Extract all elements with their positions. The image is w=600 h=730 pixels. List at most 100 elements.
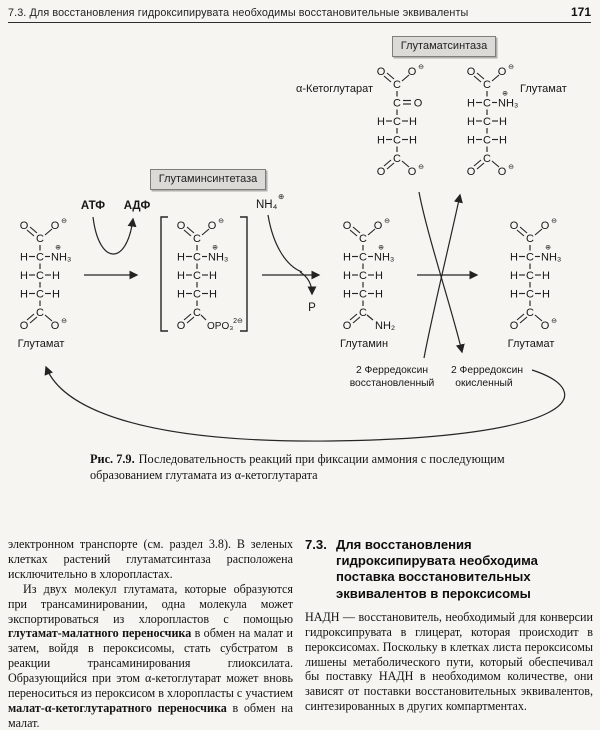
atom-label: C: [193, 270, 201, 282]
nh4-entry-curve: [267, 214, 303, 273]
atom-label: NH₃: [208, 252, 228, 264]
atom-label: ⊖: [508, 64, 514, 71]
atom-label: C: [483, 135, 491, 147]
atom-label: C: [193, 252, 201, 264]
structure-name-label: Глутамат: [520, 83, 567, 95]
nh4-charge: ⊕: [278, 192, 284, 201]
atom-label: O: [20, 320, 29, 332]
atom-label: ⊖: [61, 218, 67, 225]
atom-label: ⊖: [61, 318, 67, 325]
atom-label: O: [467, 166, 476, 178]
atom-label: O: [377, 166, 386, 178]
text-column-right: 7.3. Для восстановления гидроксипирувата…: [305, 537, 593, 729]
structure-name-label: Глутамат: [508, 338, 555, 350]
atom-label: C: [526, 252, 534, 264]
nh4-label: NH₄: [256, 199, 278, 211]
atom-label: C: [483, 116, 491, 128]
page-number: 171: [570, 5, 591, 19]
atom-label: O: [51, 220, 60, 232]
atom-label: H: [209, 270, 217, 282]
atom-label: ⊖: [508, 164, 514, 171]
atom-label: O: [377, 66, 386, 78]
atom-label: O: [51, 320, 60, 332]
atom-label: C: [36, 307, 44, 319]
glutamate-recycle-curve: [44, 365, 566, 442]
atom-label: O: [498, 66, 507, 78]
atom-label: H: [375, 289, 383, 301]
atom-label: H: [467, 116, 475, 128]
atom-label: NH₃: [51, 252, 71, 264]
atom-label: NH₂: [375, 320, 395, 332]
atom-label: C: [483, 98, 491, 110]
atom-label: H: [542, 289, 550, 301]
atom-label: C: [193, 233, 201, 245]
atom-label: H: [375, 270, 383, 282]
atom-label: C: [393, 98, 401, 110]
atom-label: H: [542, 270, 550, 282]
atom-label: H: [20, 270, 28, 282]
paragraph-text: в обмен на малат.: [8, 700, 293, 729]
section-number: 7.3.: [305, 537, 327, 552]
atom-label: C: [393, 116, 401, 128]
atom-label: O: [343, 320, 352, 332]
paragraph-text: электронном транспорте (см. раздел 3.8).…: [8, 537, 293, 581]
atom-label: C: [193, 289, 201, 301]
adp-label: АДФ: [124, 200, 151, 212]
enzyme-box-glutamate-synthase: Глутаматсинтаза: [392, 36, 496, 57]
paragraph: НАДН — восстановитель, необходимый для к…: [305, 609, 593, 714]
atom-label: 2⊖: [233, 318, 243, 325]
structure-name-label: α-Кетоглутарат: [296, 83, 373, 95]
atom-label: C: [483, 153, 491, 165]
ferredoxin-reduced-label-1: 2 Ферредоксин: [356, 365, 428, 376]
atom-label: ⊕: [378, 245, 384, 252]
atom-label: ⊕: [55, 245, 61, 252]
ferredoxin-oxidized-label-1: 2 Ферредоксин: [451, 365, 523, 376]
atom-label: C: [526, 270, 534, 282]
atom-label: O: [408, 166, 417, 178]
atom-label: C: [393, 135, 401, 147]
atom-label: O: [541, 320, 550, 332]
atom-label: NH₃: [541, 252, 561, 264]
atom-label: H: [52, 270, 60, 282]
figure-caption: Рис. 7.9.Последовательность реакций при …: [90, 452, 520, 483]
atom-label: C: [393, 79, 401, 91]
paragraph: электронном транспорте (см. раздел 3.8).…: [8, 537, 293, 582]
atom-label: O: [510, 320, 519, 332]
atom-label: H: [52, 289, 60, 301]
atom-label: H: [467, 98, 475, 110]
atom-label: C: [193, 307, 201, 319]
atom-label: C: [359, 233, 367, 245]
atom-label: C: [36, 270, 44, 282]
atom-label: O: [414, 98, 423, 110]
figure-7-9-diagram: АТФ АДФ NH₄ ⊕ P 2 Ферредоксин восстановл…: [18, 64, 567, 442]
bold-term-malate-akg-translocator: малат-α-кетоглутаратного переносчика: [8, 700, 227, 715]
atom-label: O: [20, 220, 29, 232]
atom-label: ⊖: [551, 218, 557, 225]
atom-label: C: [36, 233, 44, 245]
atom-label: H: [499, 135, 507, 147]
atom-label: H: [377, 116, 385, 128]
atom-label: O: [208, 220, 217, 232]
atom-label: ⊕: [212, 245, 218, 252]
atom-label: ⊕: [545, 245, 551, 252]
atom-label: C: [526, 307, 534, 319]
section-title: Для восстановления гидроксипирувата необ…: [336, 537, 538, 601]
atom-label: H: [510, 252, 518, 264]
header-title: 7.3. Для восстановления гидроксипирувата…: [8, 7, 469, 19]
atom-label: H: [467, 135, 475, 147]
atom-label: O: [541, 220, 550, 232]
ferredoxin-up-curve: [423, 193, 463, 359]
atom-label: ⊖: [418, 64, 424, 71]
atom-label: ⊕: [502, 91, 508, 98]
atom-label: H: [409, 135, 417, 147]
atom-label: O: [343, 220, 352, 232]
paragraph: Из двух молекул глутамата, которые образ…: [8, 582, 293, 729]
atom-label: OPO₃: [207, 321, 233, 332]
running-header: 7.3. Для восстановления гидроксипирувата…: [8, 5, 591, 23]
structure-name-label: Глутамин: [340, 338, 388, 350]
